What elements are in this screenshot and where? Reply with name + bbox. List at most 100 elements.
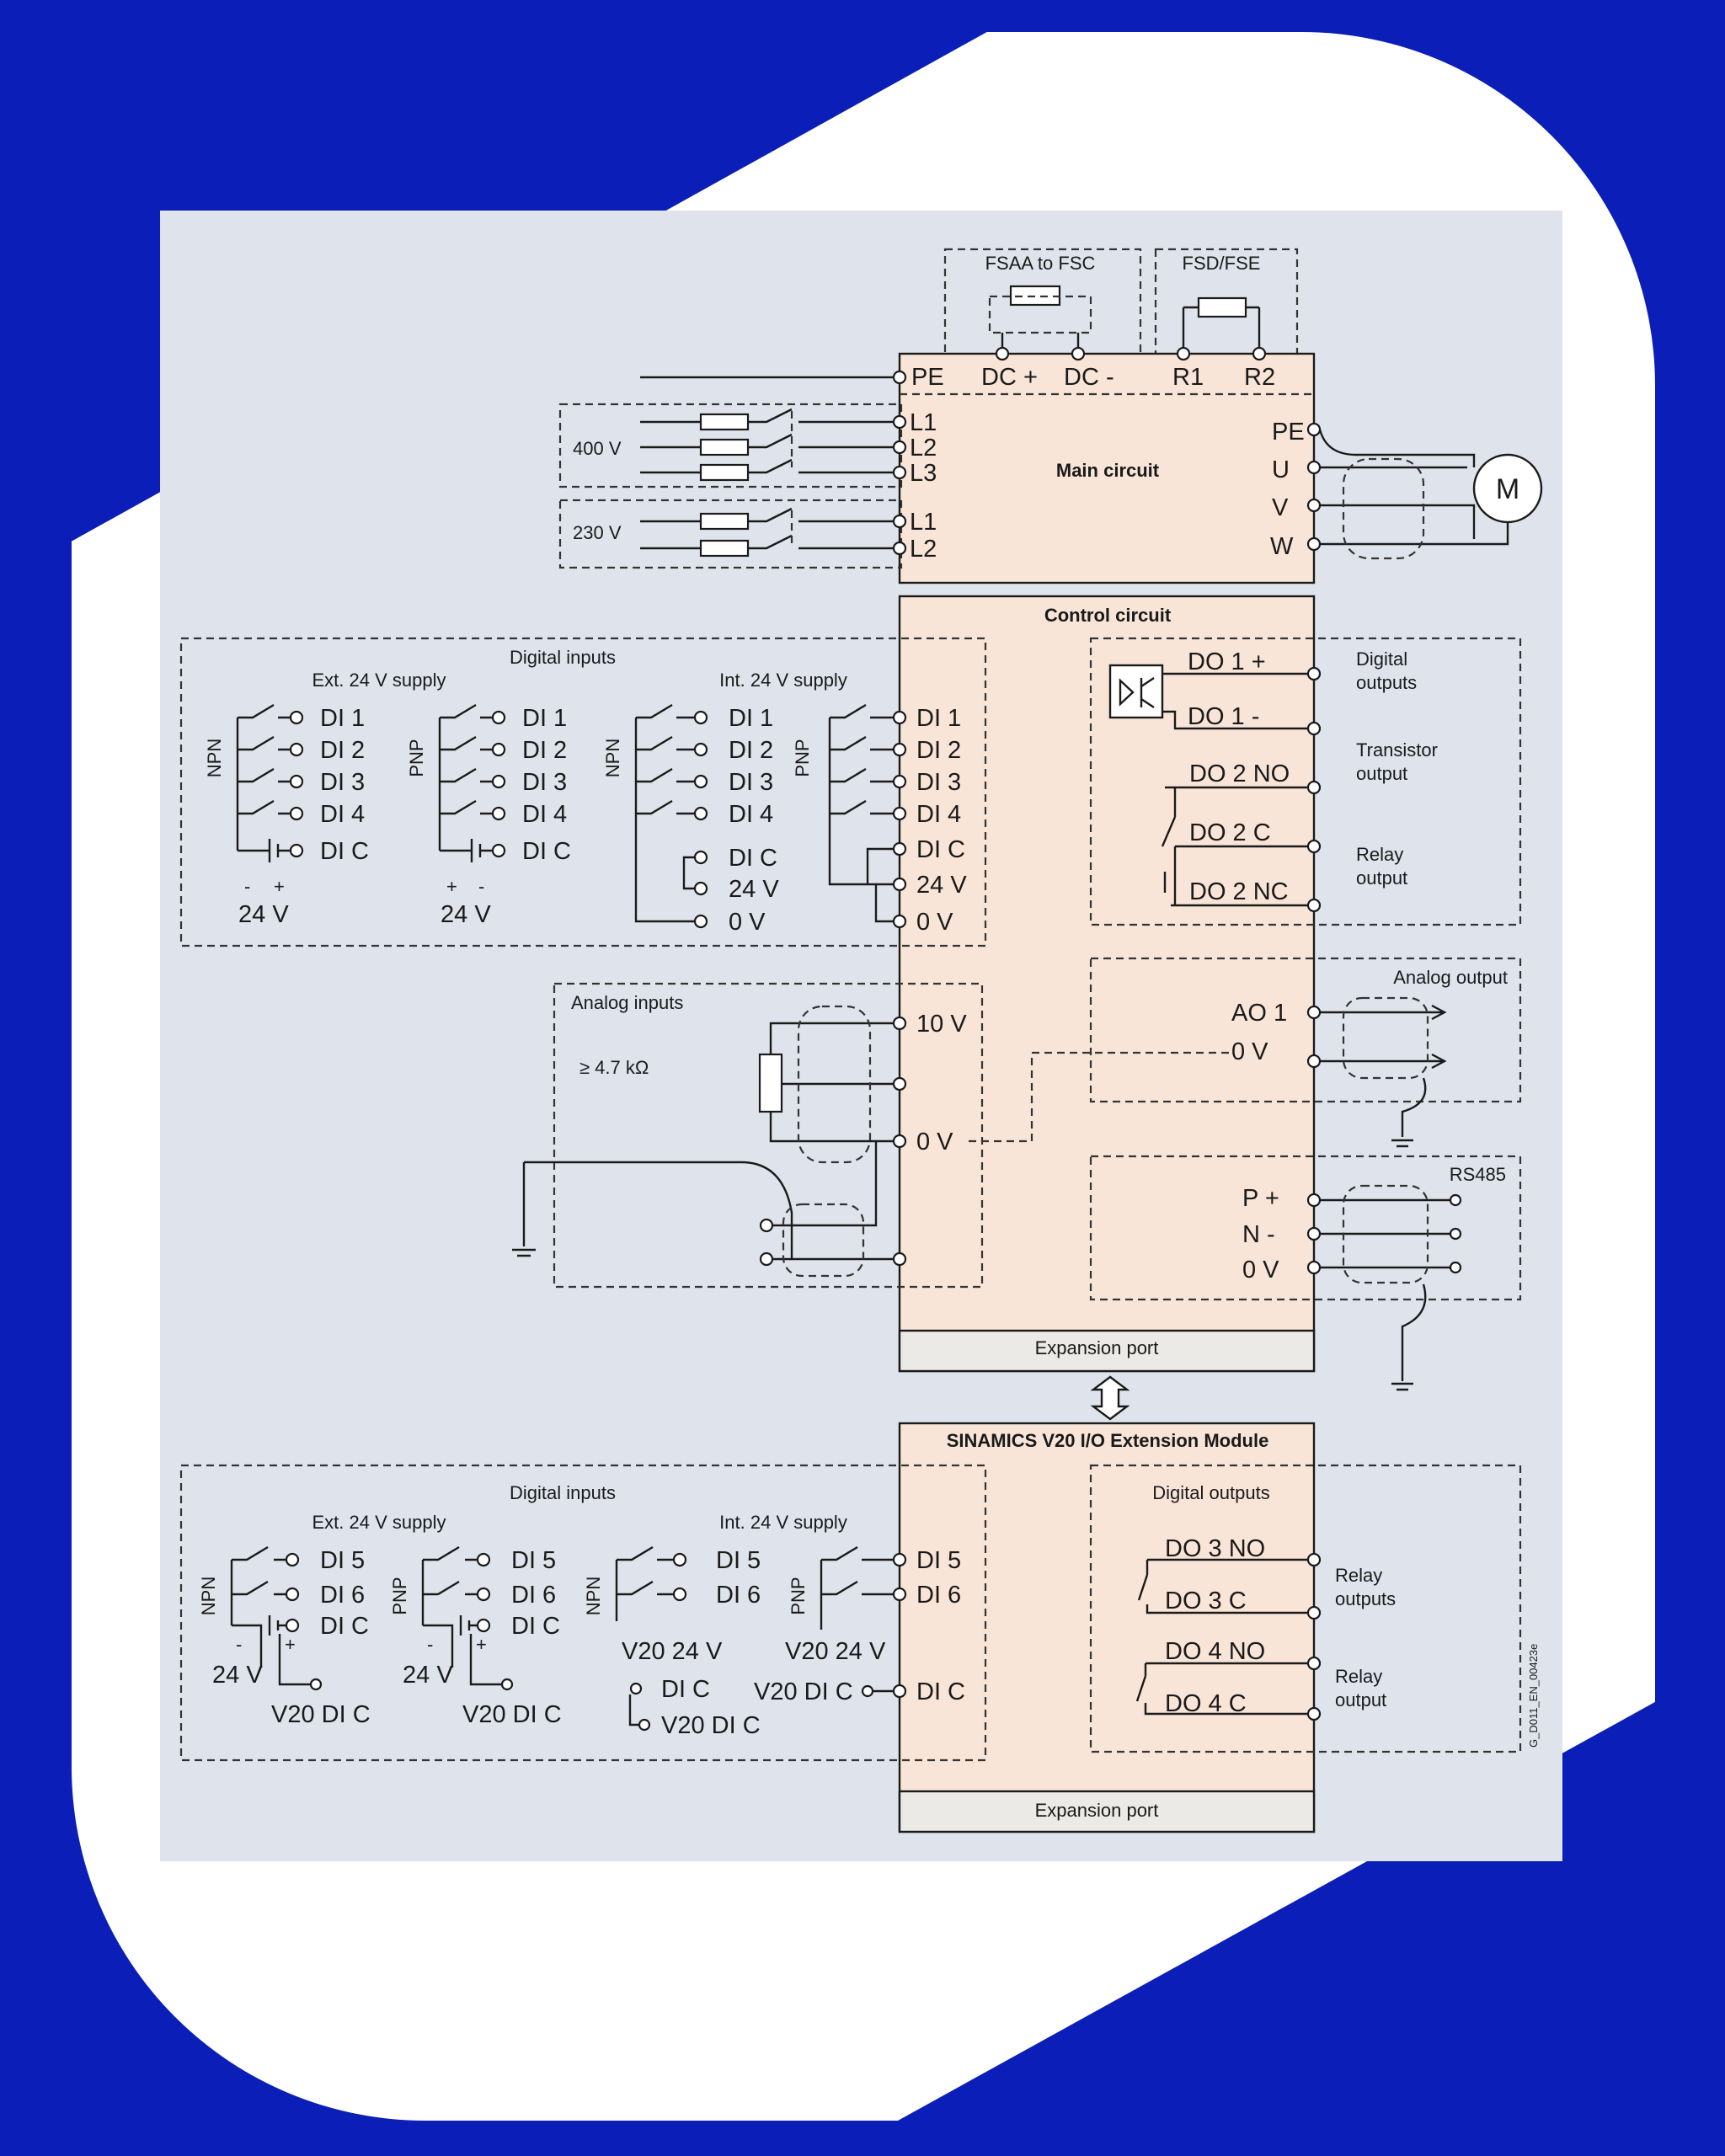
drive-di2-label: DI 2 <box>916 737 961 764</box>
rs485-p-label: P + <box>1242 1185 1279 1212</box>
int-pnp-group: PNP <box>792 703 907 929</box>
control-circuit-title: Control circuit <box>1044 605 1172 626</box>
terminal-l2-label: L2 <box>910 435 937 462</box>
int-npn-di3: DI 3 <box>729 769 773 796</box>
ext-mod-npn-ext: NPN DI 5 DI 6 DI C - + 24 V V20 DI C <box>198 1545 371 1728</box>
int-npn-di4: DI 4 <box>729 801 773 828</box>
do3-no-label: DO 3 NO <box>1165 1535 1265 1562</box>
rs485-title: RS485 <box>1450 1164 1506 1185</box>
ext-npn-dic: DI C <box>320 838 369 865</box>
drive-dic-label: DI C <box>916 836 965 863</box>
terminal-dc-plus-label: DC + <box>981 364 1038 391</box>
analog-output-group: Analog output AO 1 0 V <box>1089 957 1522 1148</box>
ext-pnp-di3: DI 3 <box>522 769 567 796</box>
ext-mod-pnp-ext: PNP DI 5 DI 6 DI C - + 24 V V20 DI C <box>389 1545 562 1728</box>
extension-module-box <box>898 1422 1316 1833</box>
label-fsaa-to-fsc: FSAA to FSC <box>985 253 1096 274</box>
ext-npn-minus: - <box>244 876 250 897</box>
optocoupler-icon <box>1108 664 1164 719</box>
rs485-n-label: N - <box>1242 1221 1275 1248</box>
analog-inputs-title: Analog inputs <box>571 992 683 1013</box>
int-npn-di1: DI 1 <box>729 705 773 732</box>
int-npn-0v: 0 V <box>729 909 766 936</box>
ext-int-pnp-v20-24v: V20 24 V <box>785 1638 886 1665</box>
terminal-l2b-label: L2 <box>910 536 937 563</box>
terminal-v-label: V <box>1272 494 1289 521</box>
drive-24v-label: 24 V <box>916 872 967 899</box>
ext-npn-24v: 24 V <box>238 901 289 928</box>
ext-npn-di1: DI 1 <box>320 705 365 732</box>
terminal-l3-label: L3 <box>910 460 937 487</box>
ao1-label: AO 1 <box>1231 1000 1287 1027</box>
ext-int-npn-v20-24v: V20 24 V <box>622 1638 723 1665</box>
ext-pnp-minus: - <box>478 876 484 897</box>
ext-mod-npn-int-label: NPN <box>583 1577 604 1615</box>
terminal-dc-minus-label: DC - <box>1064 364 1114 391</box>
ext-mod-pnp-24v: 24 V <box>403 1662 453 1689</box>
ext-mod-pnp-minus: - <box>427 1634 433 1655</box>
drive-0v-label: 0 V <box>916 909 953 936</box>
expansion-connection-arrow <box>1090 1375 1130 1421</box>
terminal-r1-label: R1 <box>1172 364 1204 391</box>
ext-drive-di5-label: DI 5 <box>916 1547 961 1574</box>
ext-mod-npn-minus: - <box>236 1634 242 1655</box>
int-npn-di2: DI 2 <box>729 737 773 764</box>
ext-module-ext-supply: Ext. 24 V supply <box>312 1512 446 1533</box>
int-npn-group: NPN DI 1 DI 2 DI 3 DI 4 DI C 24 V 0 V <box>602 703 779 936</box>
ext-mod-npn-plus: + <box>285 1634 296 1655</box>
ext-int-npn-dic: DI C <box>661 1676 710 1703</box>
ext-digital-outputs-group: Digital outputs DO 3 NO DO 3 C DO 4 NO D… <box>1089 1464 1522 1753</box>
ext-module-int-supply: Int. 24 V supply <box>719 1512 847 1533</box>
ext-mod-pnp-int: PNP V20 24 V V20 DI C <box>754 1545 907 1705</box>
do2-c-label: DO 2 C <box>1189 819 1271 846</box>
ext-pnp-label: PNP <box>406 739 427 776</box>
ext-int-npn-di6: DI 6 <box>716 1582 761 1609</box>
ext-mod-pnp-v20dic: V20 DI C <box>462 1701 562 1728</box>
extension-module-title: SINAMICS V20 I/O Extension Module <box>947 1430 1269 1451</box>
ext-mod-pnp-label: PNP <box>389 1577 410 1614</box>
control-circuit-box <box>898 595 1316 1373</box>
analog-inputs-group: Analog inputs ≥ 4.7 kΩ <box>512 982 984 1289</box>
expansion-port-label: Expansion port <box>1035 1337 1159 1358</box>
ext-drive-dic-label: DI C <box>916 1678 965 1705</box>
ext-mod-npn-label: NPN <box>198 1577 219 1615</box>
ext-pnp-plus: + <box>446 876 457 897</box>
ao-0v-label: 0 V <box>1231 1038 1268 1065</box>
rs485-0v-label: 0 V <box>1242 1257 1279 1283</box>
ext-mod-pnp-plus: + <box>476 1634 487 1655</box>
ext-mod-npn-v20dic: V20 DI C <box>271 1701 371 1728</box>
int-npn-dic: DI C <box>729 845 777 872</box>
do2-no-label: DO 2 NO <box>1189 760 1290 787</box>
ext-digital-inputs-title: Digital inputs <box>510 1482 616 1503</box>
ext-mod-npn-24v: 24 V <box>212 1662 263 1689</box>
ext-npn-plus: + <box>274 876 285 897</box>
label-400v: 400 V <box>573 438 622 459</box>
digital-inputs-frame <box>179 637 987 947</box>
terminal-pe-out-label: PE <box>1272 419 1305 446</box>
ext-npn-group: NPN DI 1 DI 2 DI 3 DI 4 DI C - + 24 V <box>204 703 369 928</box>
supply-inputs: 400 V 230 V <box>558 370 907 569</box>
ext-int-pnp-v20dic: V20 DI C <box>754 1678 853 1705</box>
ext-mod-npn-int: NPN DI 5 DI 6 V20 24 V DI C V20 DI C <box>583 1545 761 1739</box>
drive-di4-label: DI 4 <box>916 801 961 828</box>
ext-pnp-di4: DI 4 <box>522 801 567 828</box>
ext-int-npn-di5: DI 5 <box>716 1547 761 1574</box>
analog-output-title: Analog output <box>1393 967 1508 988</box>
ai-0v-label: 0 V <box>916 1129 953 1155</box>
ext-mod-pnp-int-label: PNP <box>788 1577 809 1614</box>
digital-outputs-group: DO 1 + DO 1 - DO 2 NO DO 2 C DO 2 NC Dig… <box>1089 637 1522 926</box>
terminal-w-label: W <box>1270 533 1294 560</box>
do1-plus-label: DO 1 + <box>1188 648 1266 675</box>
label-230v: 230 V <box>573 522 622 543</box>
label-fsd-fse: FSD/FSE <box>1183 253 1261 274</box>
motor-symbol <box>1472 453 1543 524</box>
ext-pnp-group: PNP DI 1 DI 2 DI 3 DI 4 DI C + - 24 V <box>406 703 571 928</box>
int-npn-label: NPN <box>602 739 623 777</box>
ext-pnp-di2: DI 2 <box>522 737 567 764</box>
drive-di3-label: DI 3 <box>916 769 961 796</box>
int-npn-24v: 24 V <box>729 876 779 903</box>
ext-pnp-dic-ext: DI C <box>511 1613 560 1640</box>
